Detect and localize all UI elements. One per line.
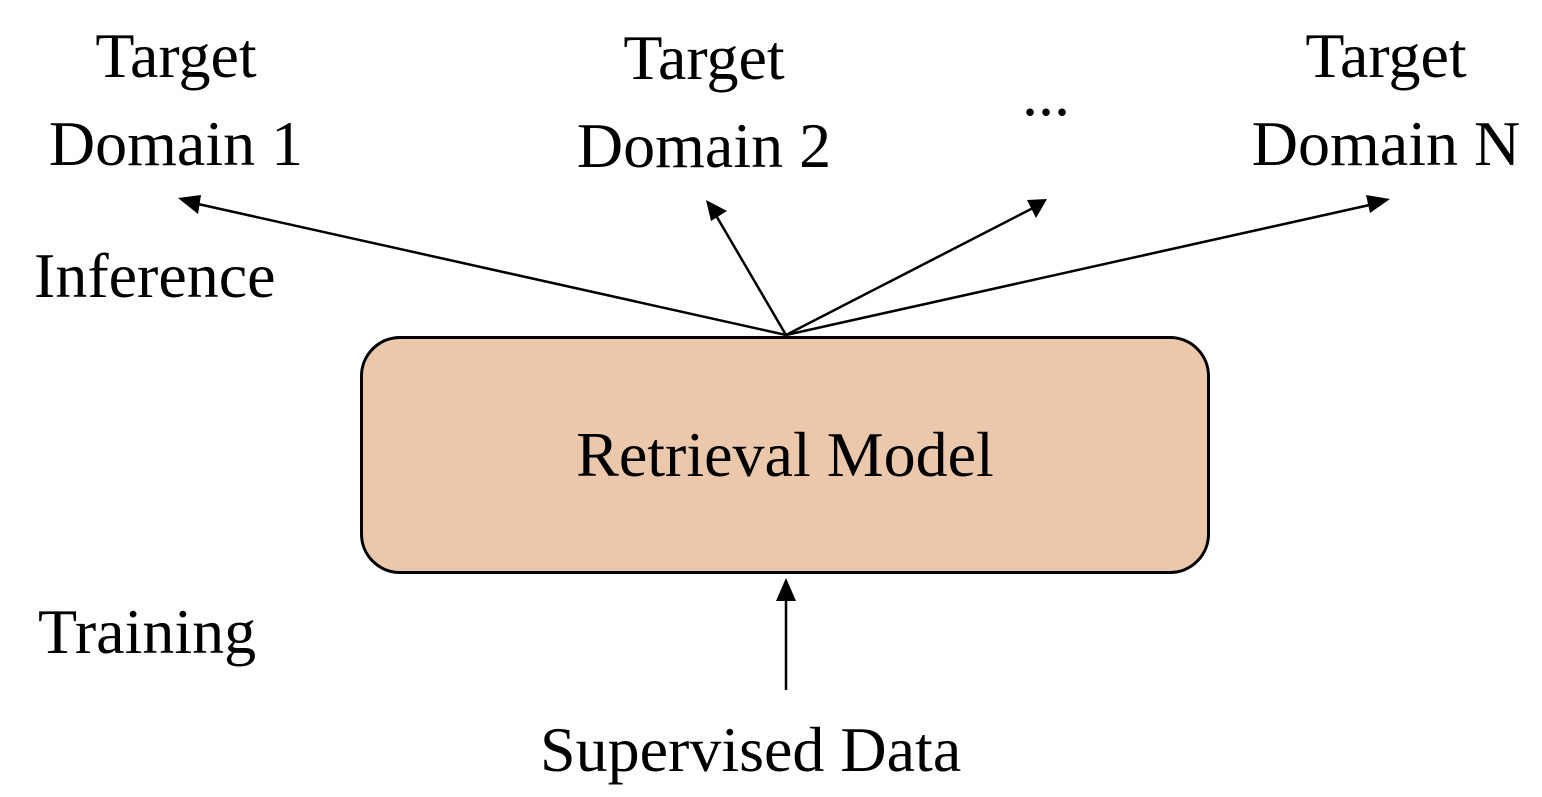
arrowhead-input	[776, 578, 796, 601]
arrow-to-target-n	[785, 202, 1375, 337]
target-domain-1-line1: Target	[95, 20, 257, 91]
input-arrow	[776, 578, 796, 690]
arrowhead-target-1	[178, 195, 201, 214]
arrow-to-ellipsis	[785, 206, 1034, 337]
arrowhead-ellipsis	[1027, 199, 1047, 218]
inference-label: Inference	[34, 240, 276, 311]
target-domain-1: Target Domain 1	[30, 12, 322, 188]
arrowhead-target-2	[706, 200, 727, 221]
target-domain-1-line2: Domain 1	[48, 108, 304, 179]
target-domain-n-line2: Domain N	[1251, 108, 1521, 179]
target-domain-n-line1: Target	[1305, 20, 1467, 91]
target-domain-2: Target Domain 2	[556, 14, 852, 190]
output-arrows	[178, 195, 1390, 337]
retrieval-model-box: Retrieval Model	[360, 336, 1210, 574]
target-domain-n: Target Domain N	[1234, 12, 1538, 188]
arrow-to-target-2	[712, 211, 788, 336]
retrieval-model-label: Retrieval Model	[576, 419, 994, 490]
supervised-data-label: Supervised Data	[540, 714, 962, 785]
arrow-to-target-1	[197, 202, 787, 337]
target-domain-2-line2: Domain 2	[576, 110, 832, 181]
ellipsis-label: ...	[1022, 58, 1070, 129]
target-domain-2-line1: Target	[623, 22, 785, 93]
arrowhead-target-n	[1366, 195, 1390, 213]
training-label: Training	[38, 596, 257, 667]
